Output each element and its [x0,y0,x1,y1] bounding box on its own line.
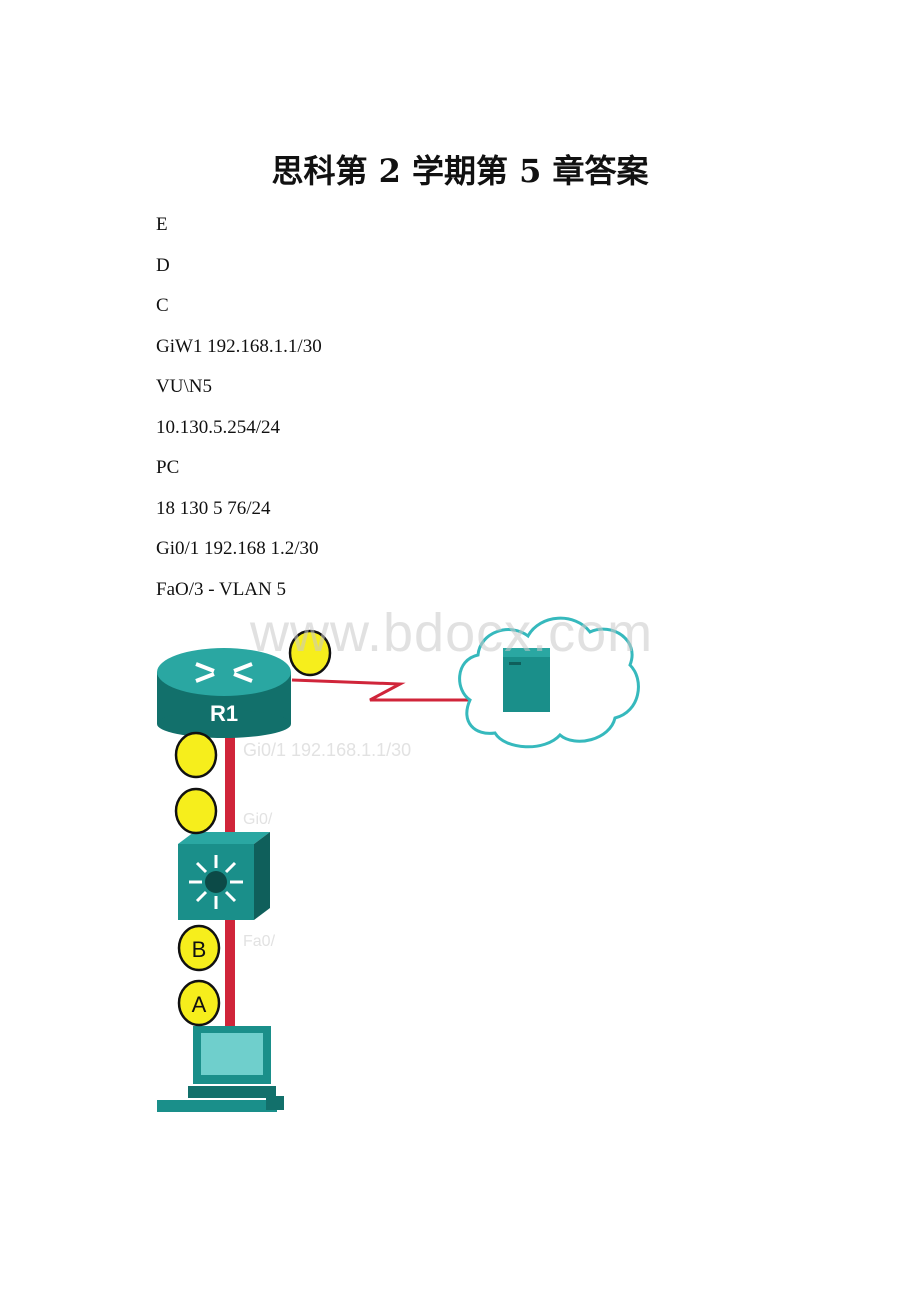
marker-c [174,787,218,835]
answer-line: GiW1 192.168.1.1/30 [156,335,322,357]
switch-icon [178,832,270,920]
watermark: www.bdocx.com [250,603,654,663]
marker-b-label: B [192,937,207,962]
answer-line: C [156,295,169,316]
marker-d [174,731,218,779]
marker-b [177,924,221,972]
marker-a [177,979,221,1027]
server-icon [503,648,550,712]
faded-port-label: Gi0/1 192.168.1.1/30 [243,740,411,760]
serial-link [291,678,470,702]
page-title: 思科第 2 学期第 5 章答案 [271,152,649,190]
router-icon: R1 [157,648,291,738]
answer-line: 18 130 5 76/24 [156,497,271,519]
marker-a-label: A [192,992,207,1017]
faded-port-label: Gi0/ [243,811,273,828]
marker-e [288,629,332,677]
answer-line: VU\N5 [156,376,212,397]
answer-line: 10.130.5.254/24 [156,416,281,438]
router-label: R1 [210,701,238,726]
pc-icon [157,1026,284,1112]
answer-list: E D C GiW1 192.168.1.1/30 VU\N5 10.130.5… [156,210,322,615]
answer-line: Gi0/1 192.168 1.2/30 [156,538,319,559]
answer-line: FaO/3 - VLAN 5 [156,578,287,600]
answer-line: E [156,214,168,235]
answer-line: D [156,254,170,276]
answer-line: PC [156,457,180,478]
faded-port-label: Fa0/ [243,933,276,950]
